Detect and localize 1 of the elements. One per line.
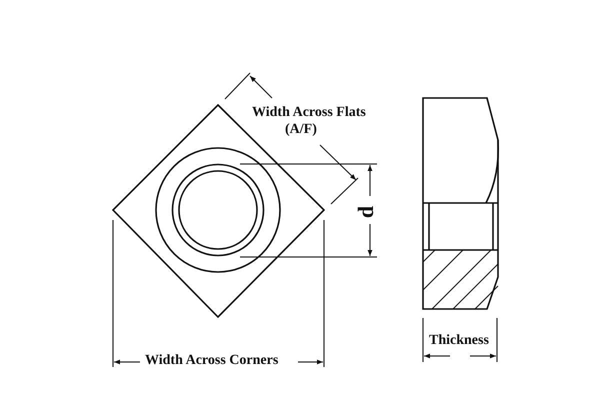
dimension-label: (A/F) xyxy=(283,122,319,138)
